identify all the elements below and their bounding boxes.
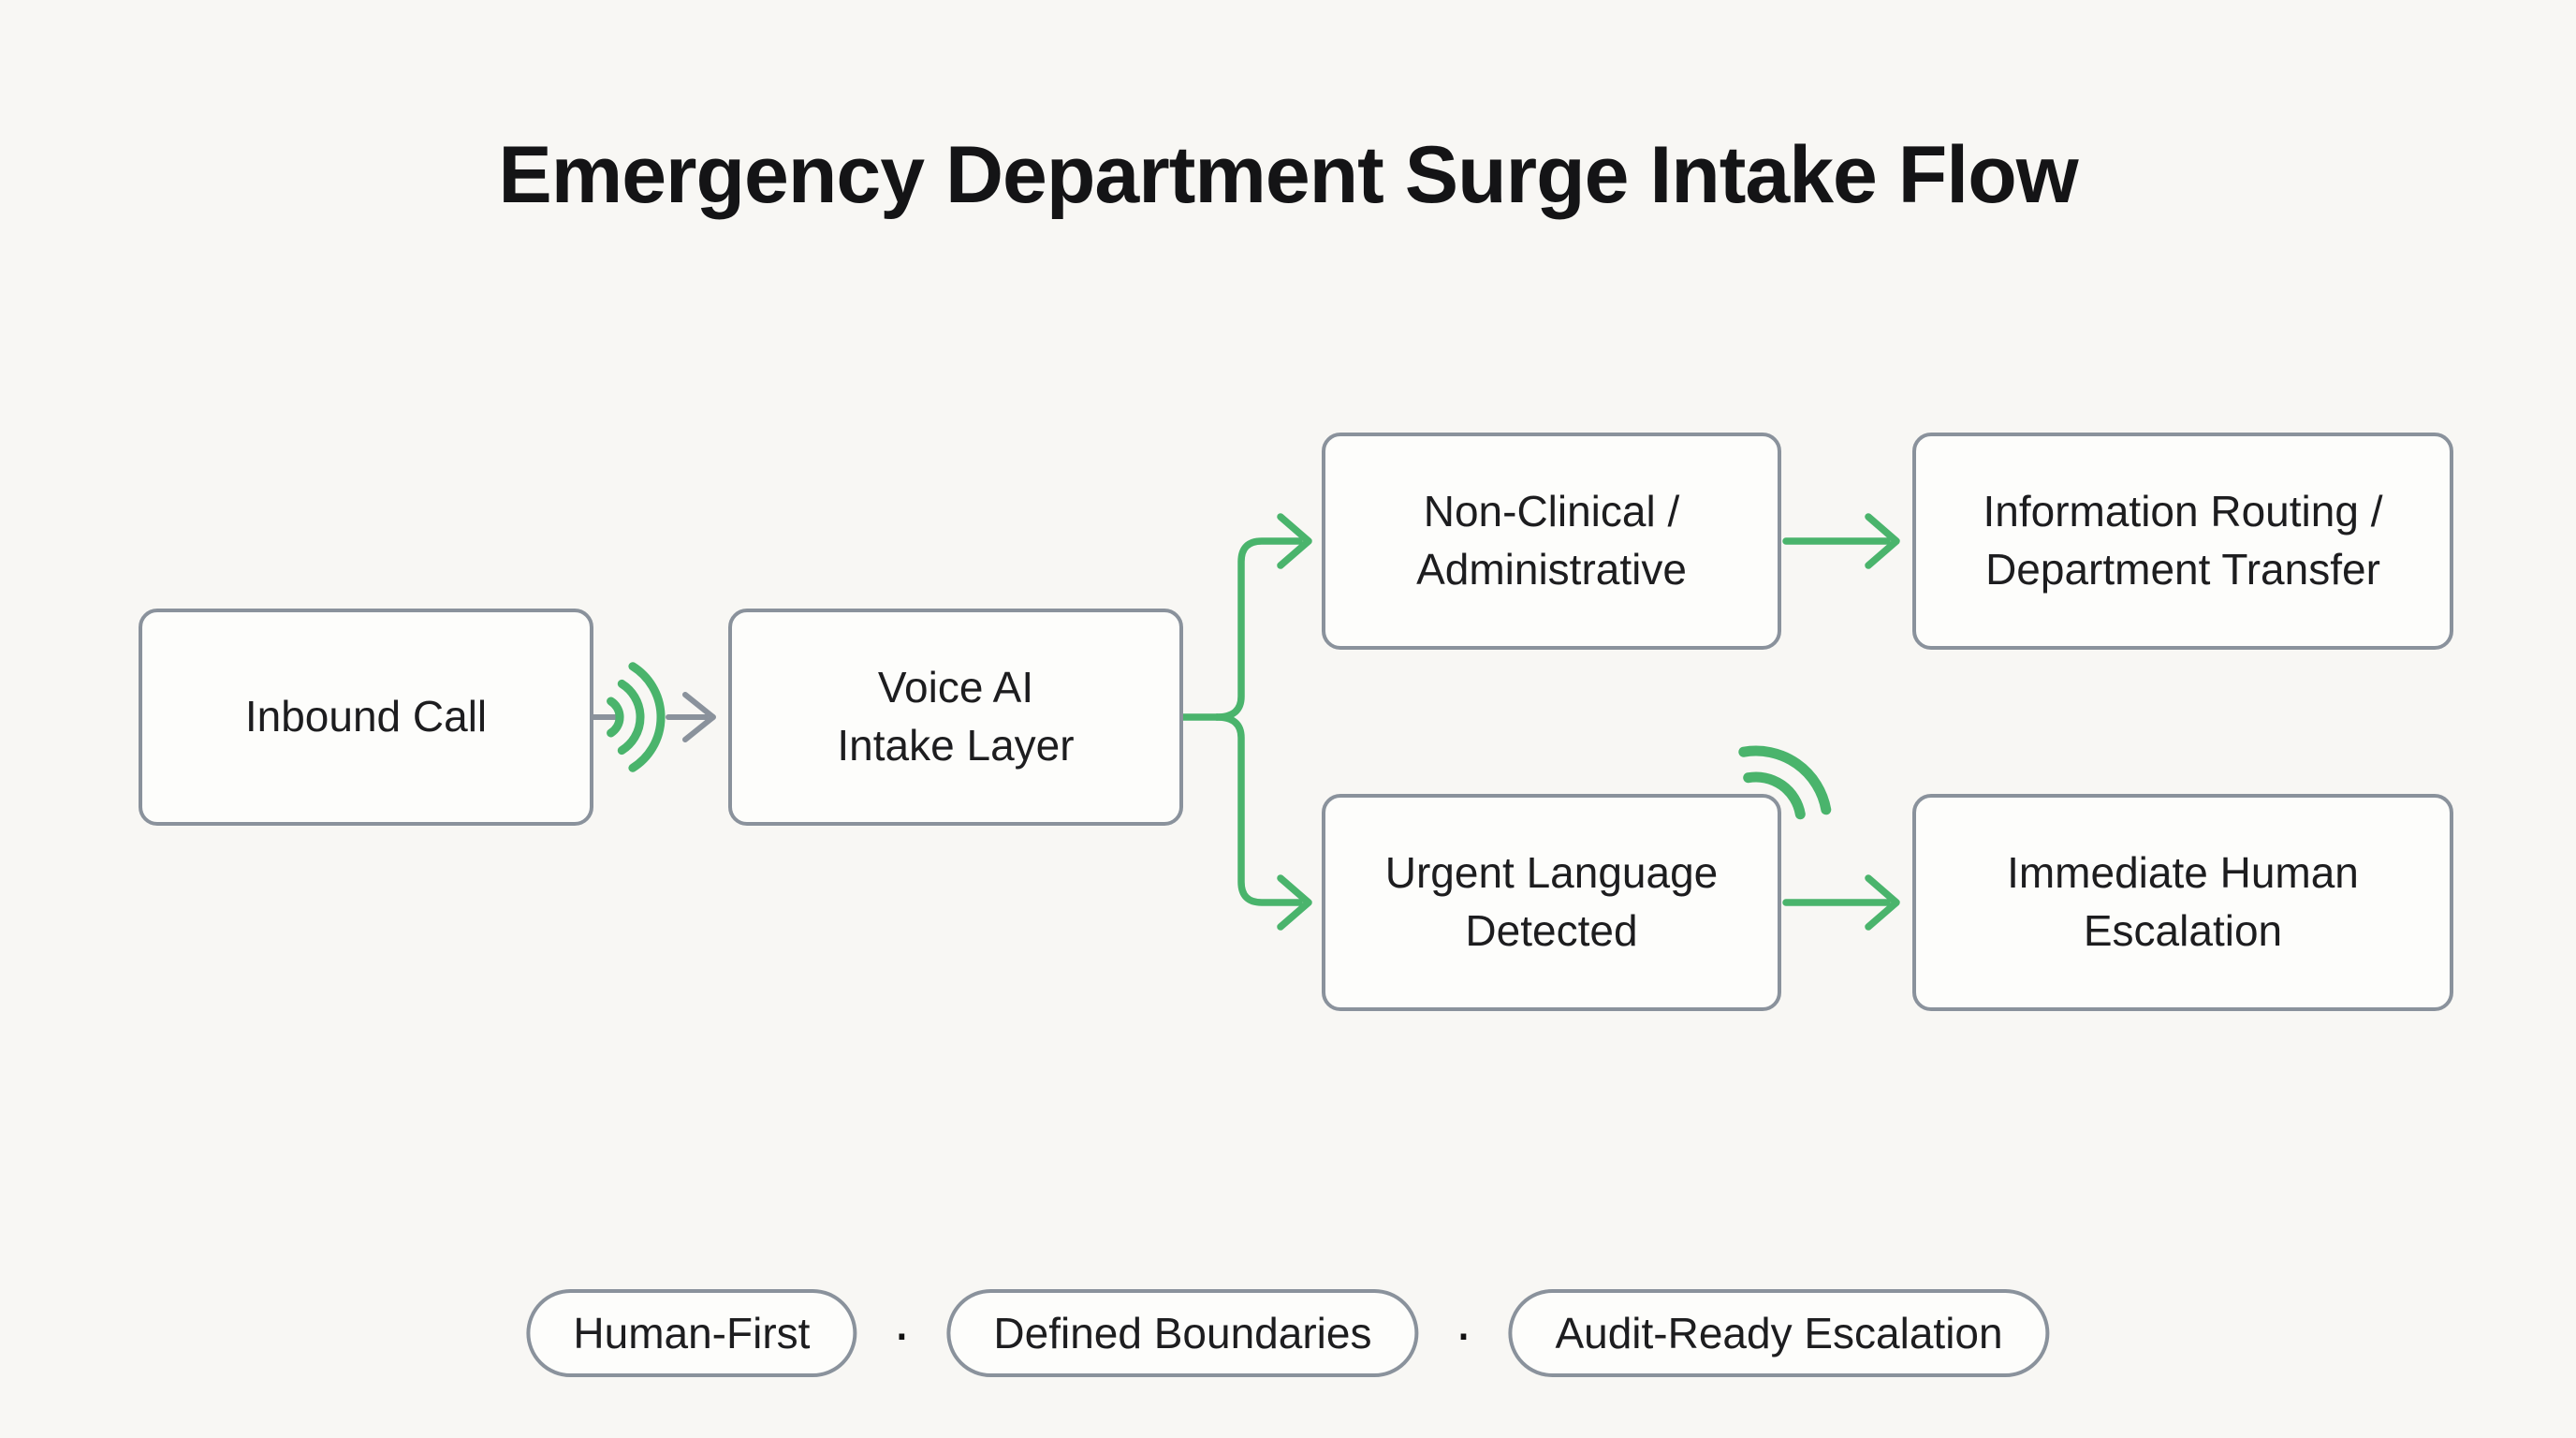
- node-information-routing: Information Routing / Department Transfe…: [1912, 433, 2453, 650]
- node-immediate-escalation: Immediate Human Escalation: [1912, 794, 2453, 1011]
- branch-down-line: [1213, 713, 1303, 906]
- dot-separator: ·: [892, 1301, 912, 1364]
- wifi-arc-outer: [1738, 745, 1832, 815]
- wifi-signal-icon: [1738, 745, 1832, 820]
- node-label: Voice AI Intake Layer: [837, 663, 1075, 770]
- sound-wave-icon: [607, 662, 666, 772]
- pill-defined-boundaries: Defined Boundaries: [946, 1289, 1419, 1377]
- node-label: Non-Clinical / Administrative: [1416, 487, 1687, 594]
- chevron-right-icon: [682, 692, 716, 742]
- dot-separator: ·: [1454, 1301, 1473, 1364]
- branch-up-line: [1213, 537, 1303, 721]
- node-label: Information Routing / Department Transfe…: [1983, 487, 2383, 594]
- chevron-right-icon: [1865, 874, 1900, 931]
- node-inbound-call: Inbound Call: [139, 609, 593, 826]
- sound-wave-arc-medium: [617, 679, 645, 756]
- node-urgent-language: Urgent Language Detected: [1322, 794, 1781, 1011]
- pill-audit-ready-escalation: Audit-Ready Escalation: [1508, 1289, 2050, 1377]
- nonclinical-to-routing-arrow: [1782, 513, 1900, 569]
- pill-human-first: Human-First: [526, 1289, 857, 1377]
- urgent-to-escalation-arrow: [1782, 874, 1900, 931]
- inbound-to-voice-connector: [591, 692, 716, 742]
- node-label: Inbound Call: [244, 692, 488, 741]
- node-non-clinical: Non-Clinical / Administrative: [1322, 433, 1781, 650]
- chevron-right-icon: [1277, 513, 1312, 569]
- chevron-right-icon: [1277, 874, 1312, 931]
- sound-wave-arc-large: [628, 662, 666, 772]
- chevron-right-icon: [1865, 513, 1900, 569]
- capability-pills-row: Human-First · Defined Boundaries · Audit…: [526, 1289, 2050, 1377]
- node-label: Urgent Language Detected: [1384, 848, 1719, 955]
- node-voice-ai-intake: Voice AI Intake Layer: [728, 609, 1183, 826]
- sound-wave-arc-small: [607, 697, 624, 738]
- voice-branch-connector: [1179, 513, 1312, 931]
- diagram-title: Emergency Department Surge Intake Flow: [498, 130, 2078, 220]
- wifi-arc-inner: [1743, 771, 1806, 820]
- node-label: Immediate Human Escalation: [2007, 848, 2359, 955]
